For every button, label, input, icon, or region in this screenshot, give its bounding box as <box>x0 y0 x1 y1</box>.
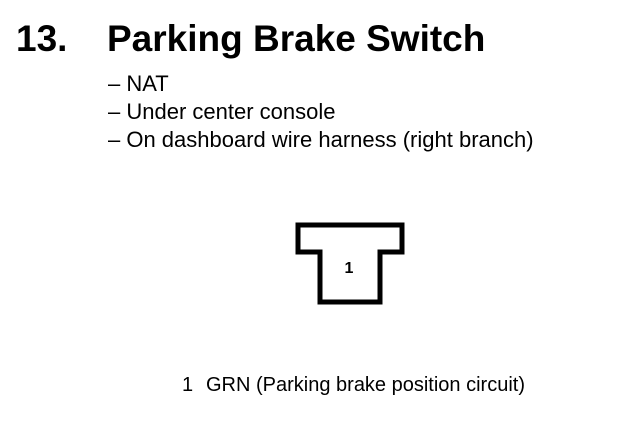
pin-description: GRN (Parking brake position circuit) <box>206 374 525 396</box>
section-number: 13. <box>16 18 68 59</box>
pin-table: 1 GRN (Parking brake position circuit) <box>182 371 525 399</box>
location-notes: – NAT – Under center console – On dashbo… <box>108 70 534 154</box>
connector-diagram: 1 <box>295 222 405 305</box>
section-title: Parking Brake Switch <box>107 18 486 59</box>
note-item: – On dashboard wire harness (right branc… <box>108 127 534 152</box>
connector-outline <box>295 222 405 305</box>
note-item: – NAT <box>108 71 169 96</box>
connector-pin-label: 1 <box>345 260 354 277</box>
pin-row: 1 GRN (Parking brake position circuit) <box>182 371 525 399</box>
note-item: – Under center console <box>108 99 336 124</box>
pin-number: 1 <box>182 374 194 396</box>
